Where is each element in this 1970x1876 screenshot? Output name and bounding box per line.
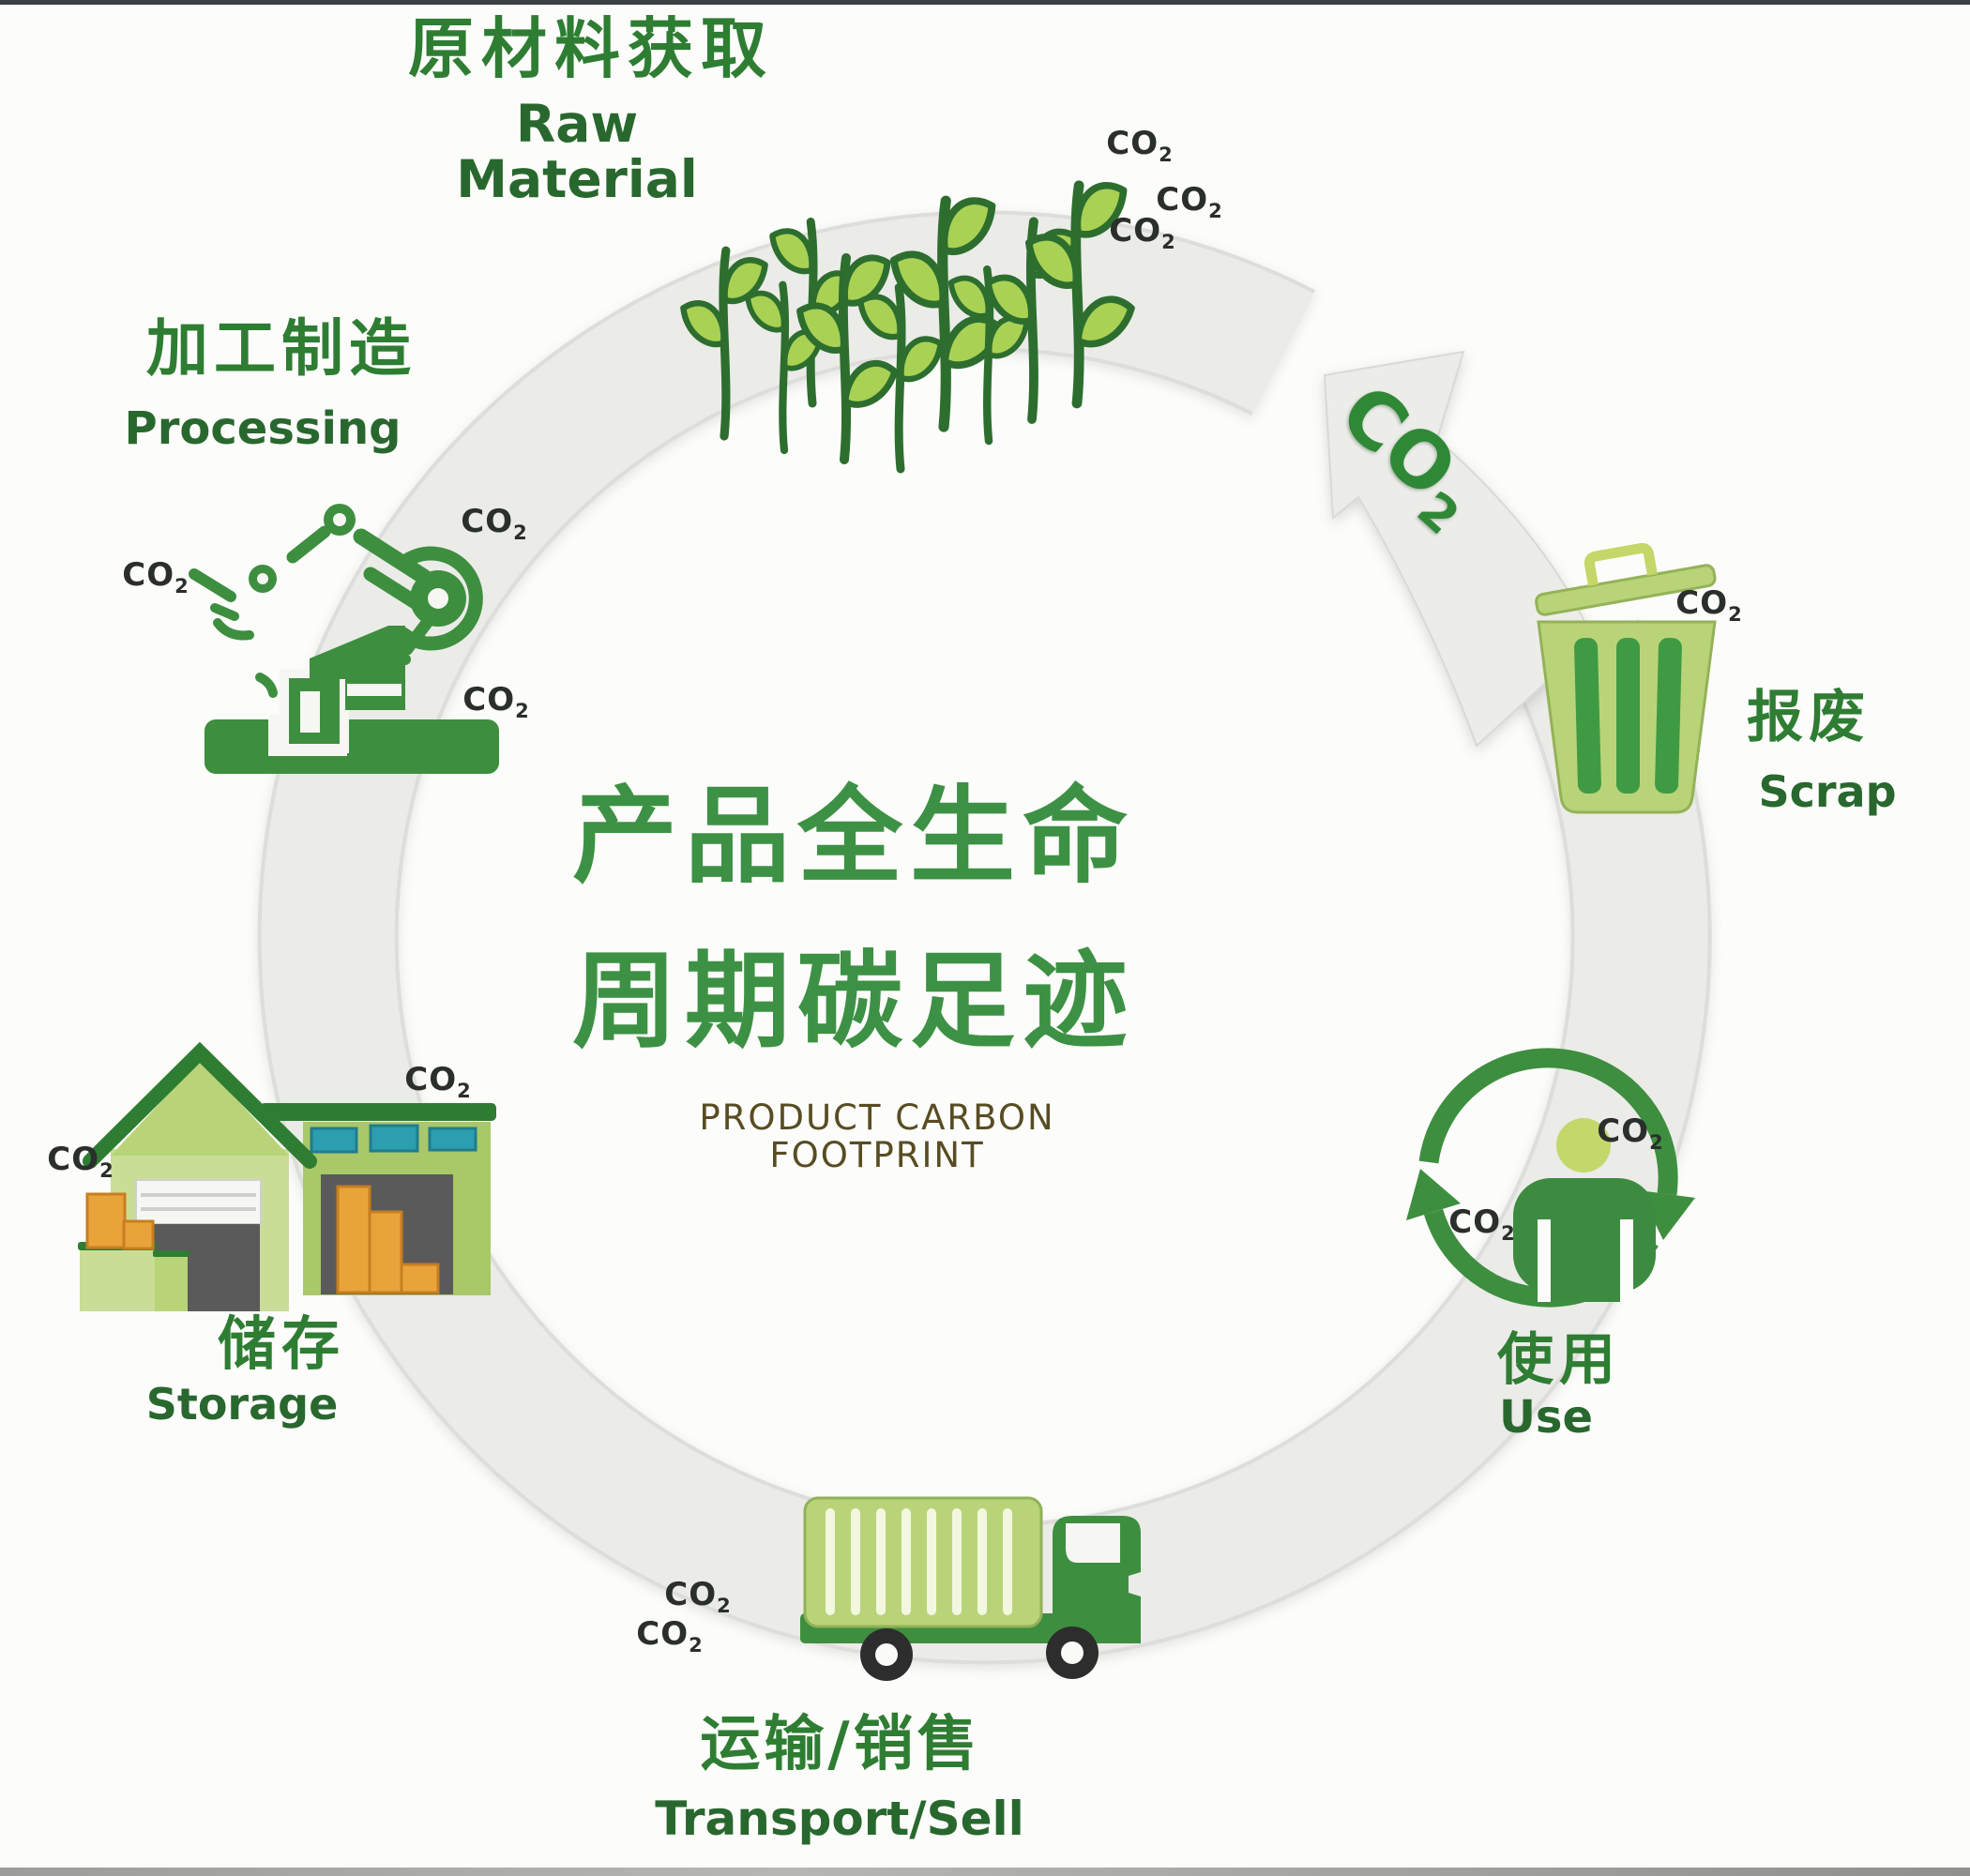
use-label-zh: 使用: [1497, 1327, 1621, 1393]
warehouse-icon: [78, 1041, 496, 1311]
storage-label-zh: 储存: [217, 1309, 345, 1378]
co2-label: CO2: [122, 556, 189, 598]
transport-label-zh: 运输/销售: [700, 1710, 981, 1779]
trash-bin-icon: [1535, 542, 1717, 814]
bottom-edge-bar: [0, 1868, 1970, 1876]
truck-icon: [800, 1496, 1141, 1681]
raw-material-label-zh: 原材料获取: [408, 10, 774, 87]
center-title-subtitle: PRODUCT CARBON FOOTPRINT: [699, 1097, 1055, 1175]
scrap-label-zh: 报废: [1747, 685, 1871, 750]
co2-label: CO2: [461, 503, 528, 544]
scrap-label-en: Scrap: [1758, 766, 1897, 817]
storage-label-en: Storage: [145, 1379, 339, 1430]
co2-label: CO2: [636, 1615, 704, 1657]
co2-label: CO2: [47, 1141, 114, 1182]
co2-label: CO2: [1156, 181, 1223, 222]
co2-label: CO2: [664, 1576, 732, 1617]
co2-label: CO2: [1675, 584, 1743, 626]
processing-label-zh: 加工制造: [146, 312, 417, 385]
robot-arm-icon: [189, 504, 499, 774]
center-title-line1: 产品全生命: [572, 776, 1135, 898]
transport-label-en: Transport/Sell: [655, 1792, 1024, 1846]
center-title-line2: 周期碳足迹: [572, 941, 1135, 1063]
co2-label: CO2: [462, 681, 530, 722]
co2-label: CO2: [1106, 125, 1174, 166]
co2-label: CO2: [1597, 1112, 1664, 1154]
processing-label-en: Processing: [124, 402, 402, 455]
co2-label: CO2: [1448, 1203, 1516, 1245]
use-label-en: Use: [1498, 1391, 1594, 1444]
user-recycle-icon: [1406, 1048, 1695, 1308]
co2-label: CO2: [404, 1061, 472, 1102]
co2-label: CO2: [1109, 212, 1176, 253]
raw-material-label-en: Raw Material: [456, 94, 698, 210]
co2-emission-arrow: [1323, 350, 1595, 748]
top-edge-bar: [0, 0, 1970, 5]
